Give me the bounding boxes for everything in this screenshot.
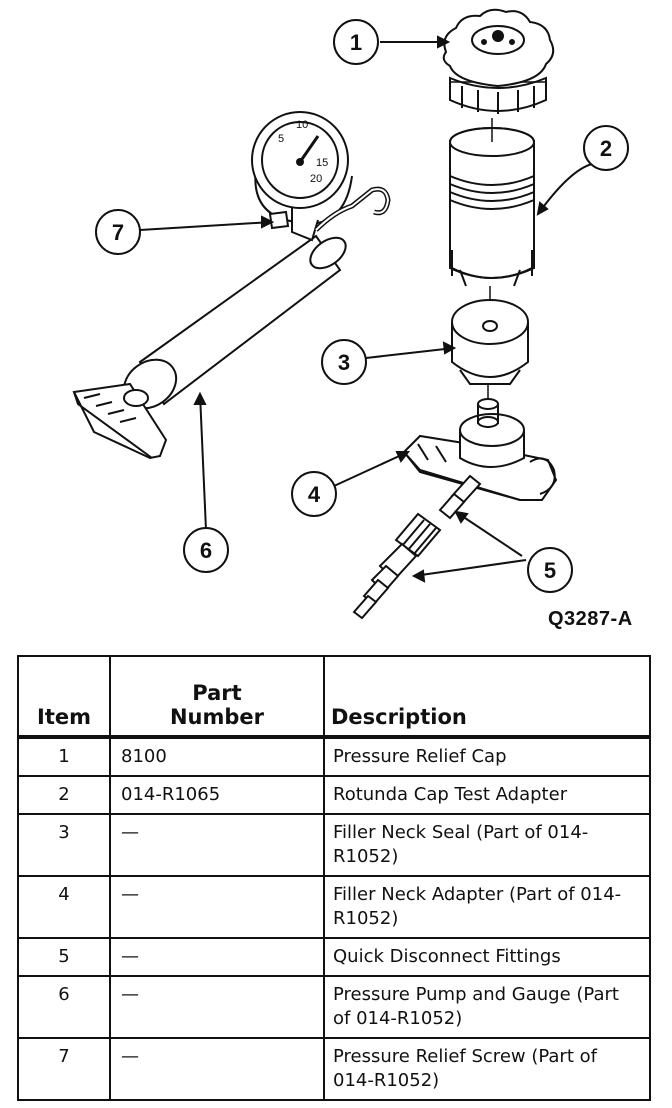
callout-4: 4 (291, 471, 337, 517)
callout-2: 2 (583, 125, 629, 171)
cell-description: Filler Neck Adapter (Part of 014-R1052) (323, 875, 651, 939)
filler-neck-seal (451, 286, 529, 385)
callout-7: 7 (95, 209, 141, 255)
table-header-row: Item Part Number Description (17, 655, 651, 738)
quick-disconnect-fittings (352, 474, 482, 620)
svg-text:2: 2 (600, 136, 612, 161)
cell-part-number: 014-R1065 (109, 775, 325, 815)
svg-text:7: 7 (112, 220, 124, 245)
cap-test-adapter (449, 118, 535, 287)
cell-part-number: — (109, 975, 325, 1039)
cell-description: Pressure Relief Cap (323, 736, 651, 777)
table-row: 3—Filler Neck Seal (Part of 014-R1052) (17, 813, 651, 877)
header-description: Description (323, 655, 651, 738)
cell-part-number: 8100 (109, 736, 325, 777)
figure-code: Q3287-A (548, 608, 633, 630)
cell-item: 2 (17, 775, 111, 815)
callout-5: 5 (527, 547, 573, 593)
header-item: Item (17, 655, 111, 738)
cell-part-number: — (109, 813, 325, 877)
cell-item: 5 (17, 937, 111, 977)
table-row: 4—Filler Neck Adapter (Part of 014-R1052… (17, 875, 651, 939)
table-row: 5—Quick Disconnect Fittings (17, 937, 651, 977)
gauge-dial-label: 20 (310, 173, 322, 185)
filler-neck-adapter (402, 384, 558, 501)
cell-item: 1 (17, 736, 111, 777)
cell-description: Rotunda Cap Test Adapter (323, 775, 651, 815)
cell-item: 7 (17, 1037, 111, 1101)
svg-text:3: 3 (338, 350, 350, 375)
cell-item: 4 (17, 875, 111, 939)
cell-description: Pressure Relief Screw (Part of 014-R1052… (323, 1037, 651, 1101)
svg-text:5: 5 (544, 558, 556, 583)
cell-part-number: — (109, 875, 325, 939)
cell-description: Pressure Pump and Gauge (Part of 014-R10… (323, 975, 651, 1039)
callout-3: 3 (321, 339, 367, 385)
svg-text:6: 6 (200, 538, 212, 563)
table-row: 7—Pressure Relief Screw (Part of 014-R10… (17, 1037, 651, 1101)
gauge-dial-label: 5 (278, 133, 284, 145)
cell-item: 3 (17, 813, 111, 877)
callout-6: 6 (183, 527, 229, 573)
gauge-dial-label: 15 (316, 157, 328, 169)
table-row: 6—Pressure Pump and Gauge (Part of 014-R… (17, 975, 651, 1039)
pressure-pump-and-gauge: 5 10 15 20 (72, 111, 391, 460)
exploded-view-diagram: 5 10 15 20 1 2 3 (72, 8, 629, 620)
cell-item: 6 (17, 975, 111, 1039)
leader-lines (139, 35, 593, 583)
cell-part-number: — (109, 937, 325, 977)
pressure-relief-cap (442, 8, 555, 114)
callout-1: 1 (333, 19, 379, 65)
header-part-number: Part Number (109, 655, 325, 738)
cell-part-number: — (109, 1037, 325, 1101)
svg-text:1: 1 (350, 30, 362, 55)
svg-text:4: 4 (308, 482, 321, 507)
cell-description: Filler Neck Seal (Part of 014-R1052) (323, 813, 651, 877)
gauge-dial-label: 10 (296, 119, 308, 131)
cell-description: Quick Disconnect Fittings (323, 937, 651, 977)
